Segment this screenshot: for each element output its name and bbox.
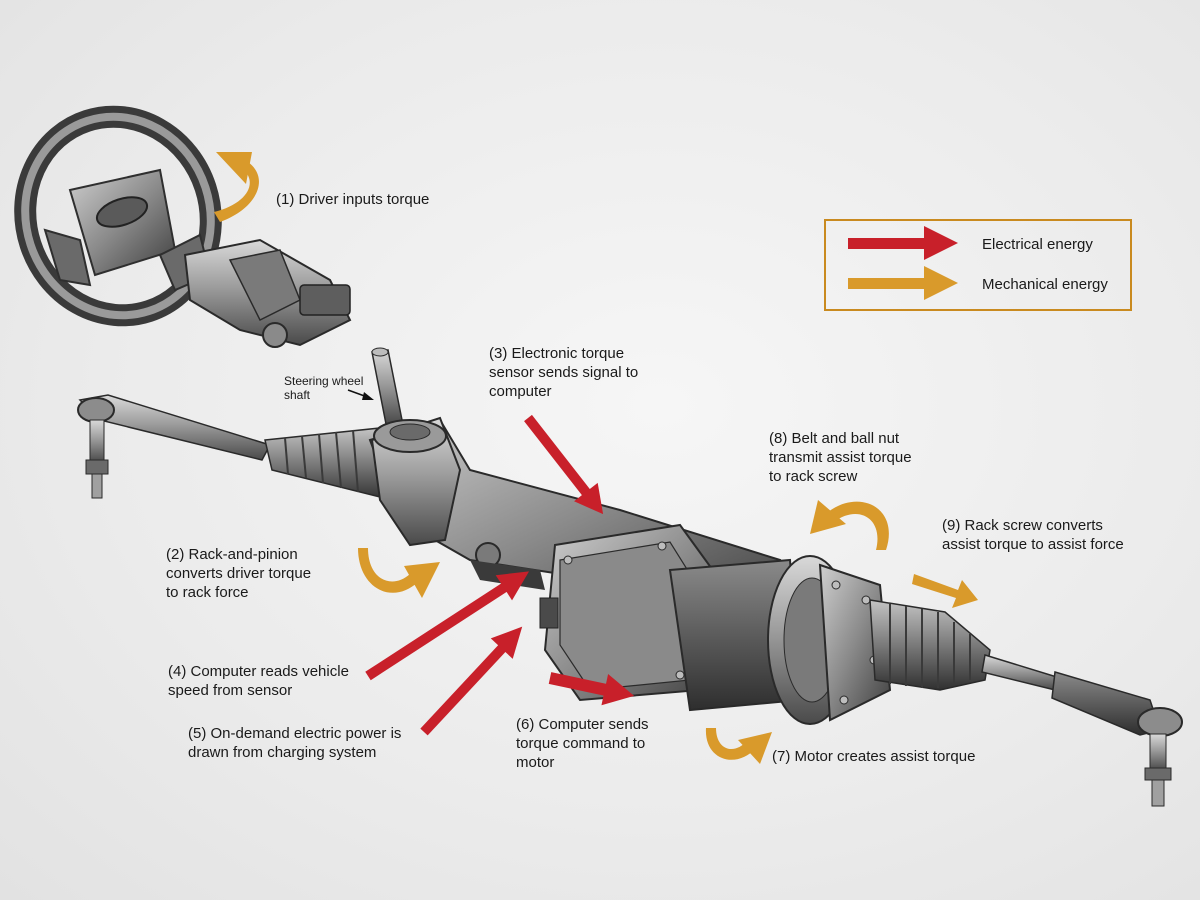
steering-shaft — [371, 347, 403, 425]
electrical-arrow-3 — [524, 414, 604, 515]
legend-mechanical-label: Mechanical energy — [982, 276, 1108, 293]
mechanical-arrow-1 — [214, 152, 259, 222]
right-boot — [869, 599, 991, 691]
callout-driver-inputs-torque: (1) Driver inputs torque — [276, 191, 430, 208]
electrical-arrow-5 — [420, 626, 523, 736]
electrical-arrow-4 — [365, 571, 530, 681]
callout-motor-assist-torque: (7) Motor creates assist torque — [772, 748, 976, 765]
mechanical-arrow-7 — [705, 728, 772, 764]
steering-column — [183, 238, 352, 348]
electrical-arrow-6 — [548, 672, 635, 706]
legend-electrical-label: Electrical energy — [982, 236, 1093, 253]
callout-electric-power: (5) On-demand electric power is drawn fr… — [188, 725, 402, 761]
label-steering-wheel-shaft: Steering wheel shaft — [284, 374, 364, 402]
callout-torque-sensor: (3) Electronic torque sensor sends signa… — [489, 345, 639, 400]
assist-motor — [668, 555, 892, 725]
callout-belt-ball-nut: (8) Belt and ball nut transmit assist to… — [769, 430, 912, 485]
shaft-pointer — [347, 389, 374, 400]
legend-box: Electrical energy Mechanical energy — [824, 219, 1132, 311]
mechanical-arrow-9 — [912, 574, 978, 608]
callout-torque-command: (6) Computer sends torque command to mot… — [516, 716, 649, 771]
callout-vehicle-speed: (4) Computer reads vehicle speed from se… — [168, 663, 349, 699]
callout-rack-screw: (9) Rack screw converts assist torque to… — [942, 517, 1124, 553]
mechanical-arrow-2 — [358, 548, 440, 598]
callout-rack-and-pinion: (2) Rack-and-pinion converts driver torq… — [166, 546, 312, 601]
mechanical-arrows — [214, 152, 978, 764]
legend-mechanical-arrow — [848, 266, 958, 300]
left-boot — [264, 427, 393, 502]
electrical-arrows — [365, 414, 635, 736]
left-tie-rod — [77, 394, 272, 499]
steering-wheel — [14, 105, 222, 327]
right-tie-rod — [981, 654, 1183, 807]
mechanical-arrow-8 — [810, 500, 889, 550]
legend-electrical-arrow — [848, 226, 958, 260]
